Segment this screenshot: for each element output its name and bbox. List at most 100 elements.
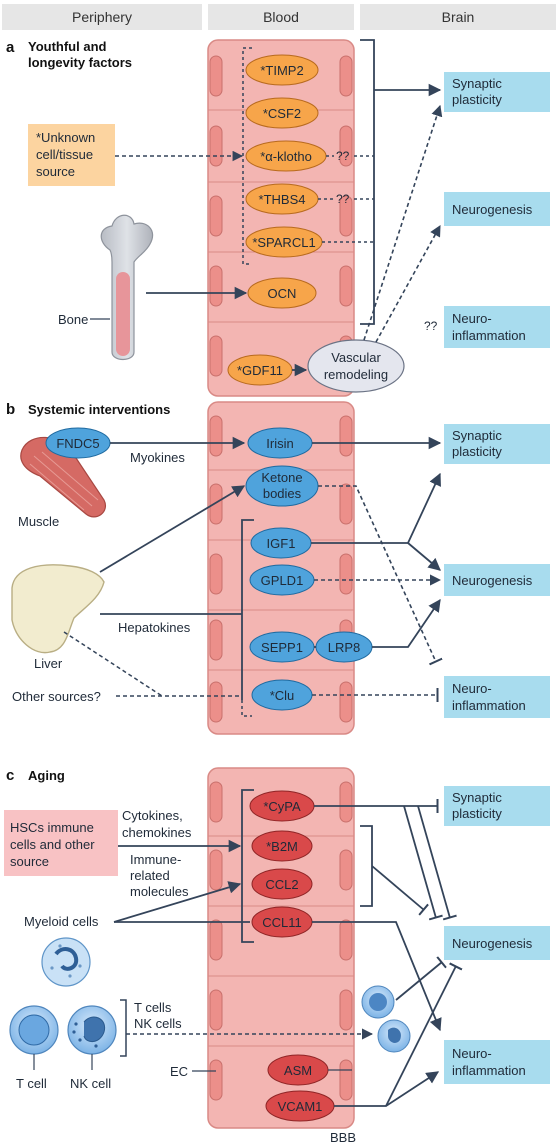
blood-vessel-a: [207, 39, 355, 397]
other-sources-label: Other sources?: [12, 689, 101, 704]
vascular-remodeling-line1: Vascular: [331, 350, 381, 365]
hsc-line2: cells and other: [10, 837, 95, 852]
liver-label: Liver: [34, 656, 63, 671]
bone-illustration: [100, 214, 154, 361]
unknown-mark-3: ??: [424, 319, 438, 333]
ketone-pill: Ketone bodies: [245, 465, 319, 507]
nk-cells-label: NK cells: [134, 1016, 182, 1031]
factor-sparcl1-label: *SPARCL1: [252, 235, 315, 250]
outcome-b-neurogenesis: Neurogenesis: [444, 564, 550, 596]
igf1-pill: IGF1: [250, 527, 312, 559]
factor-gdf11-label: *GDF11: [237, 363, 283, 378]
muscle-label: Muscle: [18, 514, 59, 529]
outcome-c-neuroinfl-line1: Neuro-: [452, 1046, 492, 1061]
lrp8-label: LRP8: [328, 640, 361, 655]
unknown-source-line2: cell/tissue: [36, 147, 93, 162]
clu-pill: *Clu: [251, 679, 313, 711]
outcome-a-neuroinfl-line1: Neuro-: [452, 311, 492, 326]
section-c-letter: c: [6, 767, 14, 784]
cytokines-line2: chemokines: [122, 825, 192, 840]
myeloid-cell-icon: [41, 937, 91, 987]
outcome-a-synaptic-line2: plasticity: [452, 92, 502, 107]
factor-vcam1: VCAM1: [265, 1090, 335, 1122]
factor-sparcl1: *SPARCL1: [245, 226, 323, 258]
outcome-c-synaptic: Synaptic plasticity: [444, 786, 550, 826]
cytokines-line1: Cytokines,: [122, 808, 183, 823]
factor-cypa-label: *CyPA: [263, 799, 301, 814]
section-c: c Aging HSCs immune cells and other sour…: [4, 767, 550, 1145]
outcome-c-neurogenesis-label: Neurogenesis: [452, 936, 533, 951]
section-a-title-line2: longevity factors: [28, 55, 132, 70]
clu-label: *Clu: [270, 688, 295, 703]
hsc-line1: HSCs immune: [10, 820, 94, 835]
factor-thbs4-label: *THBS4: [259, 192, 306, 207]
brain-immune-cell-icon: [361, 985, 411, 1053]
outcome-a-neurogenesis-label: Neurogenesis: [452, 202, 533, 217]
factor-klotho: *α-klotho: [245, 140, 327, 172]
myeloid-label: Myeloid cells: [24, 914, 99, 929]
section-a-letter: a: [6, 39, 15, 56]
column-headers: Periphery Blood Brain: [2, 4, 556, 30]
unknown-mark-2: ??: [336, 192, 350, 206]
hepatokines-label: Hepatokines: [118, 620, 191, 635]
igf1-label: IGF1: [267, 536, 296, 551]
section-b: b Systemic interventions FNDC5 Myokines …: [6, 401, 550, 718]
factor-ccl11-label: CCL11: [262, 915, 302, 930]
immune-line3: molecules: [130, 884, 189, 899]
bbb-label: BBB: [330, 1130, 356, 1145]
factor-ccl11: CCL11: [251, 906, 313, 938]
outcome-a-synaptic-line1: Synaptic: [452, 76, 502, 91]
fndc5-pill: FNDC5: [45, 427, 111, 459]
outcome-c-neuroinfl-line2: inflammation: [452, 1063, 526, 1078]
factor-thbs4: *THBS4: [245, 183, 319, 215]
vascular-remodeling: Vascular remodeling: [307, 339, 405, 393]
myokines-label: Myokines: [130, 450, 185, 465]
immune-line2: related: [130, 868, 170, 883]
irisin-pill: Irisin: [247, 427, 313, 459]
outcome-b-synaptic-line1: Synaptic: [452, 428, 502, 443]
outcome-a-neuroinfl-line2: inflammation: [452, 328, 526, 343]
hsc-source-box: HSCs immune cells and other source: [4, 810, 118, 876]
nk-cell-icon: [67, 1005, 117, 1055]
hsc-line3: source: [10, 854, 49, 869]
outcome-c-synaptic-line1: Synaptic: [452, 790, 502, 805]
factor-csf2-label: *CSF2: [263, 106, 301, 121]
blood-vessel-c: [207, 767, 355, 1129]
ketone-line1: Ketone: [261, 470, 302, 485]
outcome-b-neurogenesis-label: Neurogenesis: [452, 573, 533, 588]
bone-label: Bone: [58, 312, 88, 327]
sepp1-label: SEPP1: [261, 640, 303, 655]
factor-ocn-label: OCN: [268, 286, 297, 301]
fndc5-label: FNDC5: [56, 436, 99, 451]
outcome-c-synaptic-line2: plasticity: [452, 806, 502, 821]
factor-timp2: *TIMP2: [245, 54, 319, 86]
header-periphery: Periphery: [72, 9, 132, 25]
lrp8-pill: LRP8: [315, 631, 373, 663]
factor-ccl2: CCL2: [251, 868, 313, 900]
t-cell-icon: [9, 1005, 59, 1055]
sepp1-pill: SEPP1: [249, 631, 315, 663]
outcome-b-synaptic: Synaptic plasticity: [444, 424, 550, 464]
outcome-b-synaptic-line2: plasticity: [452, 444, 502, 459]
t-cells-label: T cells: [134, 1000, 172, 1015]
unknown-source-line3: source: [36, 164, 75, 179]
factor-klotho-label: *α-klotho: [260, 149, 312, 164]
factor-gdf11: *GDF11: [227, 354, 293, 386]
factor-csf2: *CSF2: [245, 97, 319, 129]
t-cell-label: T cell: [16, 1076, 47, 1091]
section-c-title: Aging: [28, 768, 65, 783]
ketone-line2: bodies: [263, 486, 302, 501]
ec-label: EC: [170, 1064, 188, 1079]
unknown-mark-1: ??: [336, 149, 350, 163]
section-a-title-line1: Youthful and: [28, 39, 107, 54]
muscle-illustration: [20, 436, 106, 518]
immune-line1: Immune-: [130, 852, 181, 867]
irisin-label: Irisin: [266, 436, 293, 451]
outcome-a-neuroinflammation: Neuro- inflammation: [444, 306, 550, 348]
nk-cell-label: NK cell: [70, 1076, 111, 1091]
gpld1-label: GPLD1: [261, 573, 304, 588]
section-b-letter: b: [6, 401, 15, 418]
factor-timp2-label: *TIMP2: [260, 63, 303, 78]
outcome-b-neuroinfl-line1: Neuro-: [452, 681, 492, 696]
